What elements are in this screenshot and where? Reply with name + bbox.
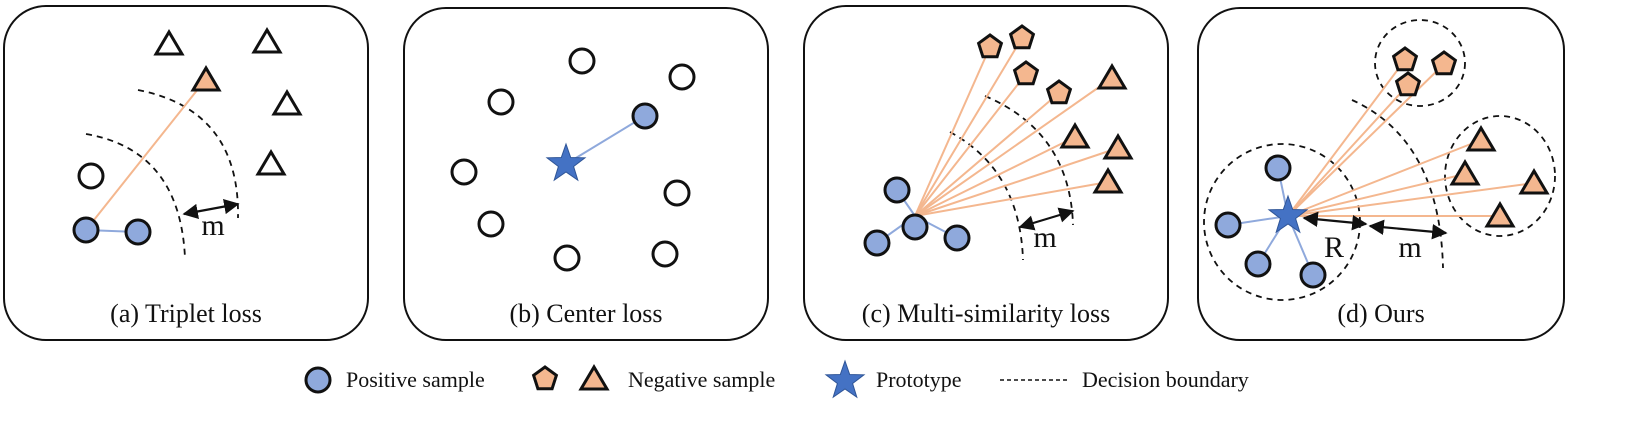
negative-cluster-triangles bbox=[1444, 115, 1556, 237]
positive-sample bbox=[631, 102, 659, 130]
sample-circle bbox=[663, 179, 691, 207]
margin-label: m bbox=[201, 209, 224, 242]
positive-sample bbox=[124, 218, 152, 246]
legend-prototype-label: Prototype bbox=[876, 367, 962, 392]
negative-pentagon bbox=[1008, 24, 1036, 50]
panel-c-frame bbox=[803, 5, 1169, 341]
negative-triangle bbox=[1096, 63, 1128, 90]
negative-pentagon bbox=[1430, 50, 1458, 76]
decision-boundary bbox=[1351, 99, 1444, 269]
prototype-star bbox=[1267, 194, 1309, 234]
panel-b-center-loss: (b) Center loss bbox=[403, 7, 769, 341]
margin-label: m bbox=[1033, 221, 1056, 254]
negative-triangle bbox=[1449, 159, 1481, 186]
prototype-star bbox=[545, 142, 587, 182]
panel-caption: (a) Triplet loss bbox=[110, 299, 262, 328]
positive-sample bbox=[901, 213, 929, 241]
negative-triangle bbox=[153, 29, 185, 56]
radius-label: R bbox=[1324, 231, 1344, 264]
margin-arrow bbox=[1018, 207, 1075, 231]
positive-sample bbox=[1299, 261, 1327, 289]
negative-triangle bbox=[1465, 125, 1497, 152]
sample-circle bbox=[668, 63, 696, 91]
decision-boundary-outer bbox=[137, 89, 239, 219]
sample-circle bbox=[487, 88, 515, 116]
legend-negative-triangle-icon bbox=[578, 364, 610, 391]
sample-circle bbox=[651, 240, 679, 268]
legend-prototype-icon bbox=[824, 359, 866, 399]
negative-triangle bbox=[251, 27, 283, 54]
negative-triangle bbox=[271, 89, 303, 116]
positive-sample bbox=[1264, 154, 1292, 182]
negative-pentagon bbox=[1391, 46, 1419, 72]
negative-links bbox=[914, 37, 1119, 217]
margin-label: m bbox=[1398, 231, 1421, 264]
negative-cluster-pentagons bbox=[1374, 19, 1466, 107]
sample-circle bbox=[450, 158, 478, 186]
sample-circle bbox=[77, 162, 105, 190]
negative-pentagon bbox=[1012, 60, 1040, 86]
sample-circle bbox=[477, 210, 505, 238]
negative-pentagon bbox=[1394, 71, 1422, 97]
panel-a-triplet-loss: m (a) Triplet loss bbox=[3, 5, 369, 341]
decision-boundary-outer bbox=[984, 95, 1074, 226]
negative-pentagon bbox=[976, 33, 1004, 59]
negative-triangle bbox=[1484, 201, 1516, 228]
legend-positive-icon bbox=[304, 366, 332, 394]
negative-triangle bbox=[190, 65, 222, 92]
positive-sample bbox=[1244, 250, 1272, 278]
positive-sample bbox=[943, 224, 971, 252]
panel-caption: (d) Ours bbox=[1337, 299, 1424, 328]
negative-link bbox=[85, 78, 207, 231]
negative-triangle bbox=[1092, 167, 1124, 194]
panel-c-multi-similarity-loss: m (c) Multi-similarity loss bbox=[803, 5, 1169, 341]
negative-triangle bbox=[255, 149, 287, 176]
margin-arrow bbox=[1368, 219, 1448, 240]
decision-boundary-inner bbox=[949, 131, 1024, 261]
negative-triangle bbox=[1102, 133, 1134, 160]
negative-triangle bbox=[1059, 122, 1091, 149]
sample-circle bbox=[553, 244, 581, 272]
panel-d-frame bbox=[1197, 7, 1565, 341]
panel-d-ours: R m (d) Ours bbox=[1197, 7, 1565, 341]
panel-caption: (b) Center loss bbox=[509, 299, 662, 328]
radius-arrow bbox=[1302, 211, 1368, 231]
positive-sample bbox=[863, 229, 891, 257]
negative-triangle bbox=[1518, 168, 1550, 195]
legend-positive-label: Positive sample bbox=[346, 367, 485, 392]
margin-arrow bbox=[182, 198, 240, 220]
legend-boundary-label: Decision boundary bbox=[1082, 367, 1249, 392]
panel-a-frame bbox=[3, 5, 369, 341]
positive-sample bbox=[1214, 211, 1242, 239]
positive-link bbox=[565, 115, 646, 165]
legend: Positive sample Negative sample Prototyp… bbox=[304, 359, 1249, 399]
positive-sample bbox=[883, 176, 911, 204]
panel-caption: (c) Multi-similarity loss bbox=[862, 299, 1110, 328]
sample-circle bbox=[568, 47, 596, 75]
negative-pentagon bbox=[1045, 79, 1073, 105]
legend-negative-pentagon-icon bbox=[531, 365, 559, 391]
legend-negative-label: Negative sample bbox=[628, 367, 775, 392]
positive-sample bbox=[72, 216, 100, 244]
